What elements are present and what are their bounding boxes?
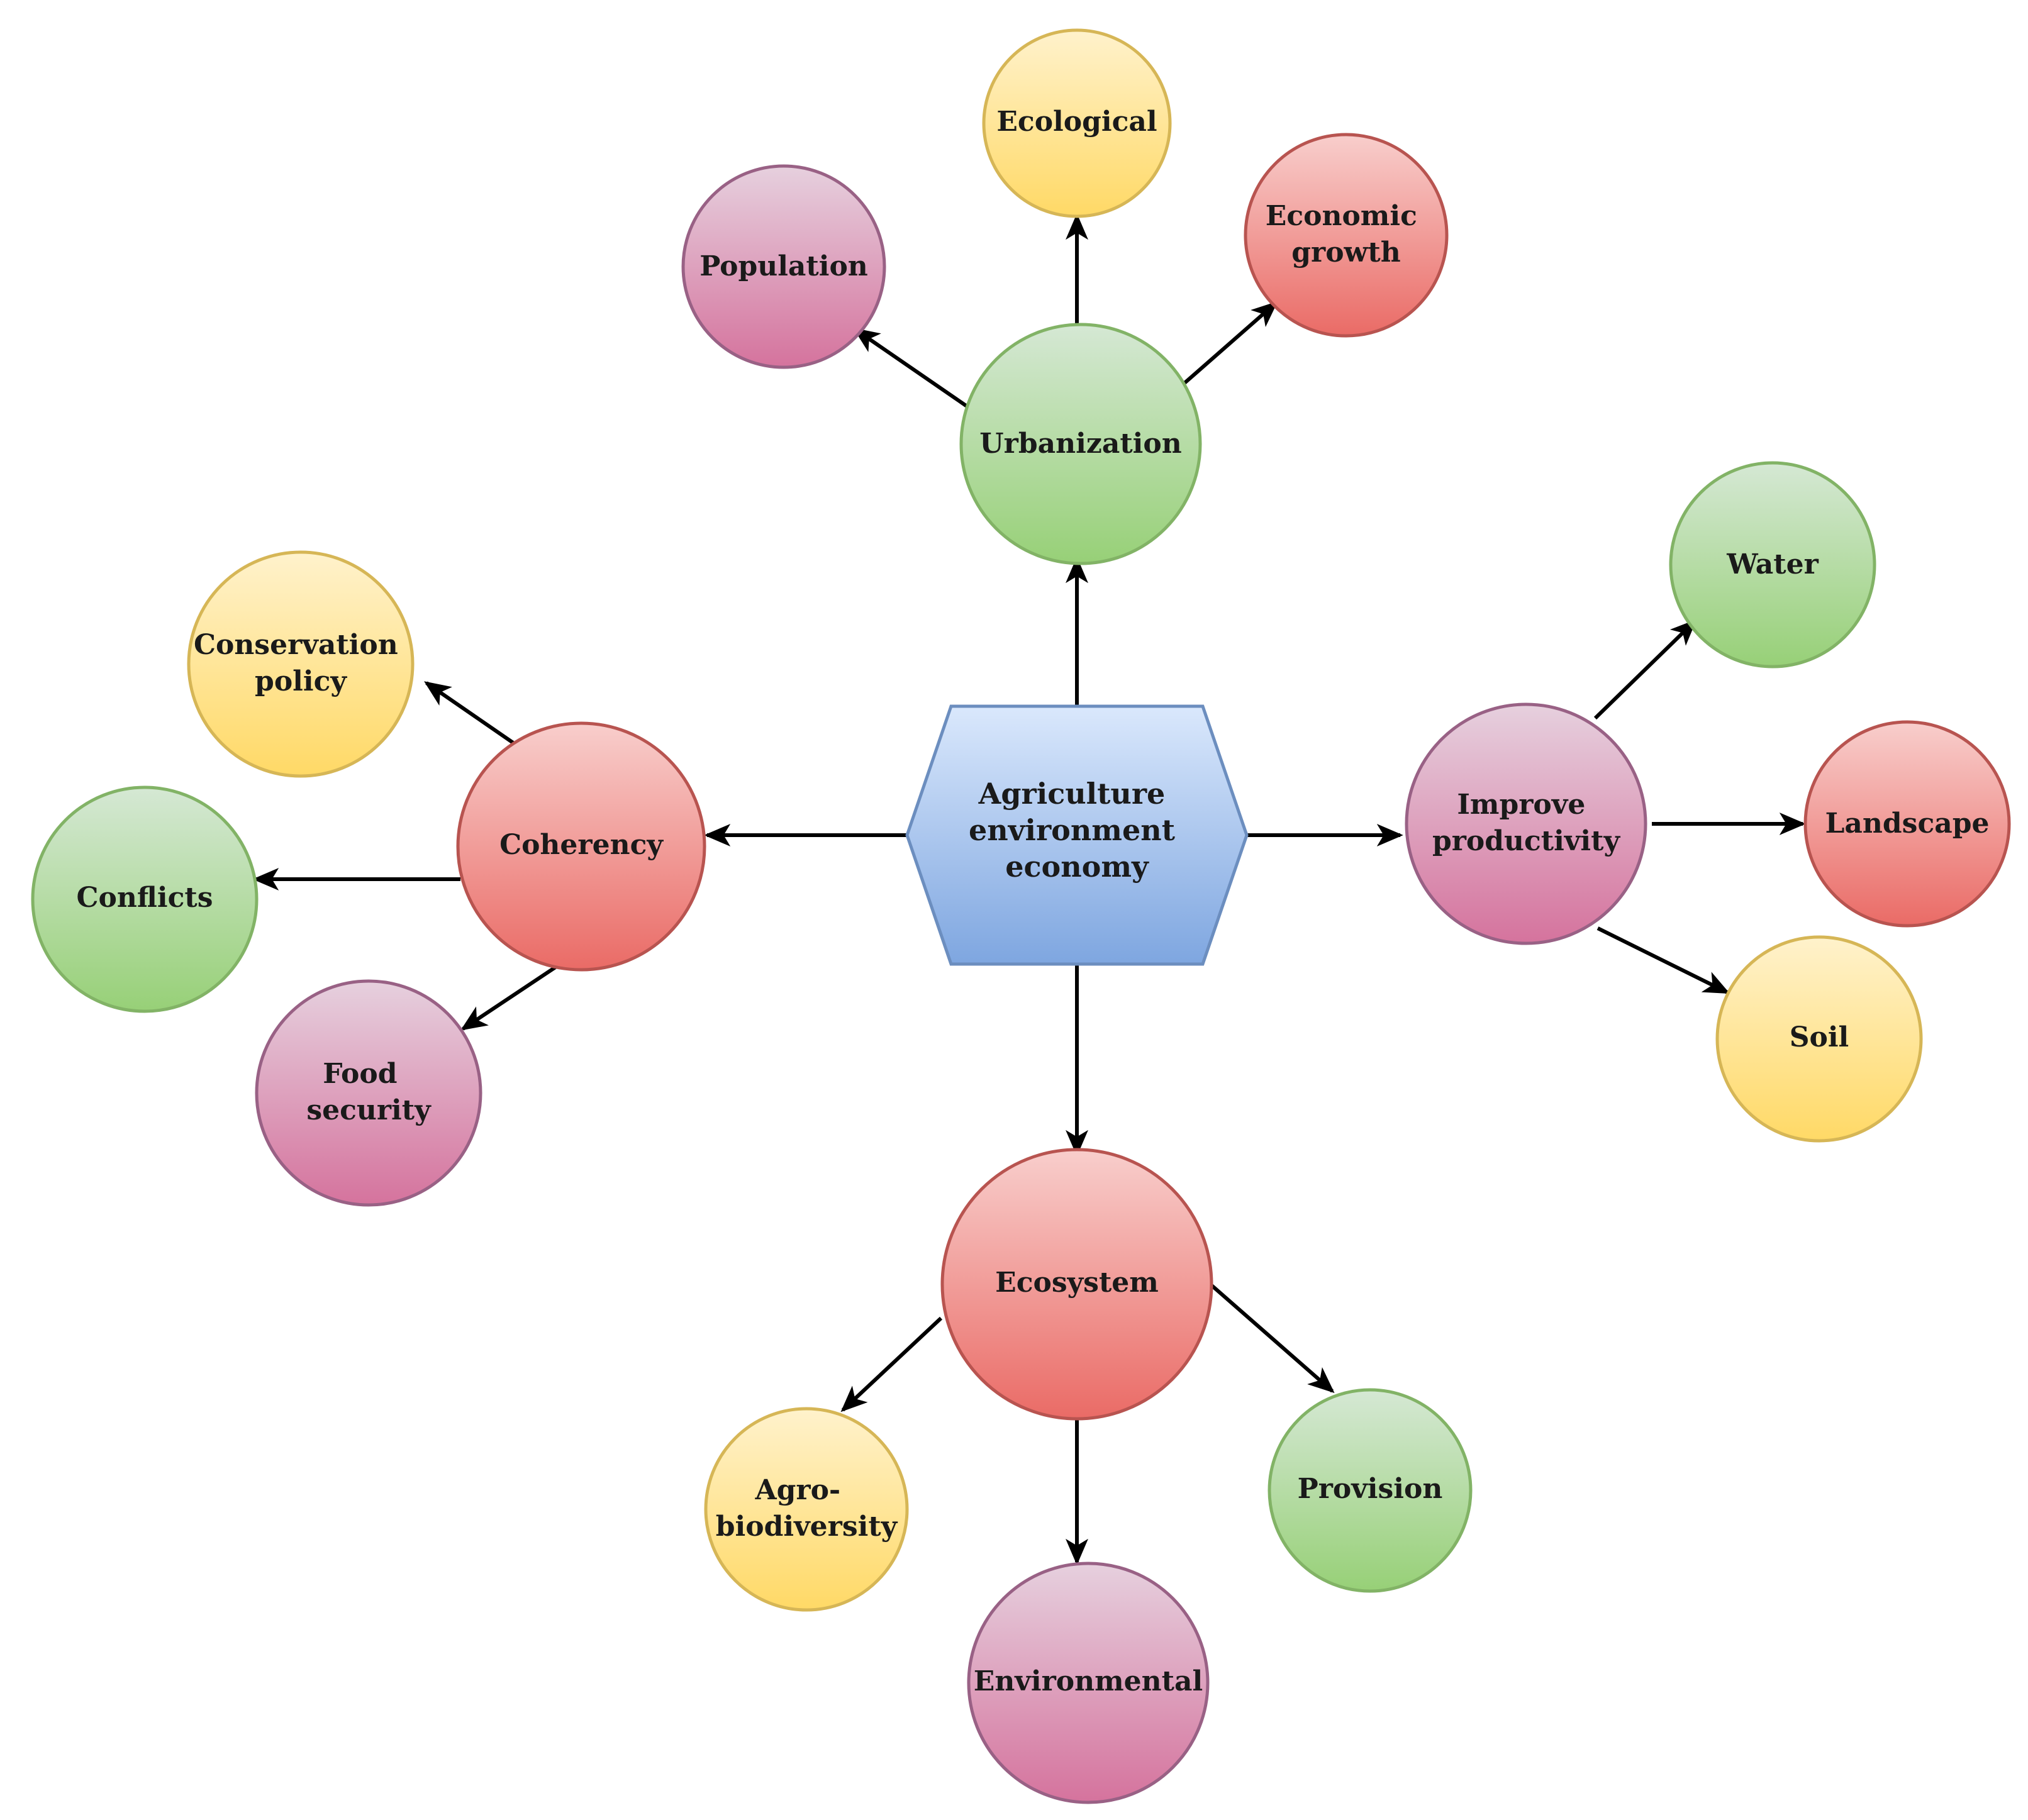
arrow-urbanization-to-economic-growth xyxy=(1183,301,1278,386)
node-food-security: Food security xyxy=(255,979,482,1207)
svg-text:Soil: Soil xyxy=(1790,1021,1849,1053)
node-ecological: Ecological xyxy=(982,28,1172,218)
node-ecosystem: Ecosystem xyxy=(940,1148,1213,1421)
arrow-coherency-to-conservation-policy xyxy=(424,681,517,746)
hub-hexagon xyxy=(905,704,1249,966)
node-provision: Provision xyxy=(1268,1388,1473,1593)
svg-text:Water: Water xyxy=(1726,548,1819,580)
node-urbanization: Urbanization xyxy=(959,323,1202,565)
node-water: Water xyxy=(1669,461,1876,669)
arrow-productivity-to-soil xyxy=(1596,926,1730,994)
node-soil: Soil xyxy=(1715,935,1923,1143)
node-conflicts: Conflicts xyxy=(31,785,259,1013)
arrow-urbanization-to-population xyxy=(853,328,970,409)
svg-text:Improve productivity: Improve productivity xyxy=(1432,789,1620,857)
svg-text:Environmental: Environmental xyxy=(974,1665,1203,1697)
svg-text:Coherency: Coherency xyxy=(499,829,664,861)
hub-node: Agriculture environment economy xyxy=(905,704,1249,966)
svg-text:Population: Population xyxy=(699,250,868,282)
arrow-ecosystem-to-agro-biodiversity xyxy=(840,1316,943,1412)
node-agro-biodiversity: Agro- biodiversity xyxy=(704,1407,909,1612)
svg-text:Landscape: Landscape xyxy=(1825,807,1989,840)
svg-text:Conservation policy: Conservation policy xyxy=(194,629,408,697)
svg-text:Provision: Provision xyxy=(1298,1473,1443,1505)
arrow-productivity-to-water xyxy=(1593,619,1697,720)
node-environmental: Environmental xyxy=(967,1562,1210,1804)
arrow-ecosystem-to-provision xyxy=(1209,1282,1335,1394)
svg-text:Economic growth: Economic growth xyxy=(1266,200,1427,269)
arrow-coherency-to-food-security xyxy=(460,964,559,1031)
node-population: Population xyxy=(681,164,886,369)
node-coherency: Coherency xyxy=(456,721,706,972)
node-economic-growth: Economic growth xyxy=(1244,133,1449,338)
svg-text:Ecosystem: Ecosystem xyxy=(995,1267,1159,1299)
svg-text:Agro- biodiversity: Agro- biodiversity xyxy=(716,1474,898,1543)
connector-arrows xyxy=(252,213,1806,1565)
node-improve-productivity: Improve productivity xyxy=(1405,702,1647,945)
svg-text:Conflicts: Conflicts xyxy=(77,882,213,914)
node-conservation-policy: Conservation policy xyxy=(187,550,415,778)
hub-label: Agriculture environment economy xyxy=(969,777,1185,884)
node-landscape: Landscape xyxy=(1803,720,2011,928)
svg-text:Urbanization: Urbanization xyxy=(979,428,1181,460)
svg-text:Ecological: Ecological xyxy=(996,106,1157,138)
svg-text:Food security: Food security xyxy=(306,1058,432,1126)
